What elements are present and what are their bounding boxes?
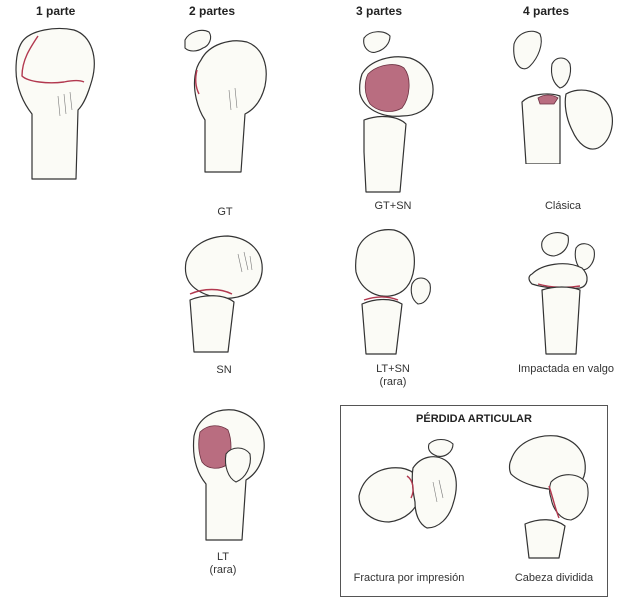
header-2-partes: 2 partes bbox=[189, 4, 236, 18]
label-impactada-en-valgo: Impactada en valgo bbox=[517, 363, 614, 375]
label-cabeza-dividida: Cabeza dividida bbox=[514, 572, 594, 584]
figure-1-parte bbox=[15, 27, 95, 180]
label-lt-note: (rara) bbox=[209, 564, 237, 576]
header-1-parte: 1 parte bbox=[36, 4, 76, 18]
label-gt: GT bbox=[217, 206, 233, 218]
label-sn: SN bbox=[216, 364, 232, 376]
header-4-partes: 4 partes bbox=[523, 4, 570, 18]
label-lt-sn: LT+SN bbox=[376, 363, 410, 375]
figure-4-partes-clasica bbox=[513, 30, 613, 164]
label-fractura-por-impresion: Fractura por impresión bbox=[353, 572, 465, 584]
label-lt-sn-note: (rara) bbox=[379, 376, 407, 388]
figure-cabeza-dividida bbox=[508, 435, 589, 559]
figure-fractura-por-impresion bbox=[358, 438, 457, 529]
header-3-partes: 3 partes bbox=[356, 4, 403, 18]
figure-3-partes-gt-sn bbox=[359, 31, 434, 193]
figure-lt bbox=[192, 409, 265, 541]
figure-sn bbox=[184, 235, 263, 353]
label-clasica: Clásica bbox=[544, 200, 582, 212]
perdida-articular-box: PÉRDIDA ARTICULAR Fractura por impresión… bbox=[340, 405, 608, 597]
perdida-articular-title: PÉRDIDA ARTICULAR bbox=[416, 413, 532, 425]
figure-2-partes-gt bbox=[184, 29, 267, 173]
figure-impactada-en-valgo bbox=[528, 232, 595, 355]
figure-lt-sn bbox=[355, 229, 431, 355]
label-lt: LT bbox=[216, 551, 230, 563]
label-gt-sn: GT+SN bbox=[374, 200, 412, 212]
